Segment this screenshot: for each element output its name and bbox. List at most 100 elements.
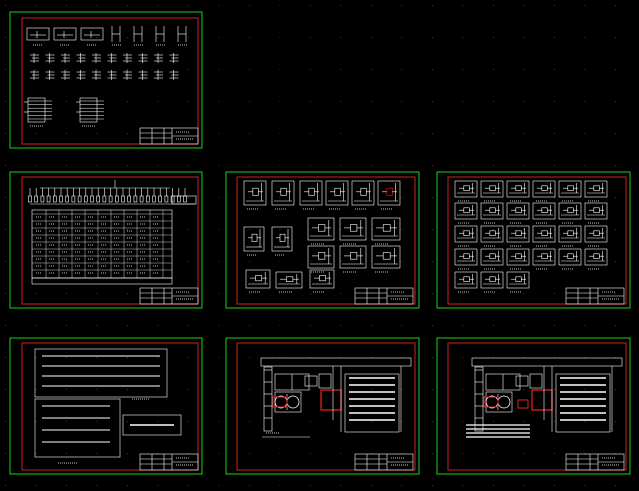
grid-dot xyxy=(157,261,159,262)
grid-dot xyxy=(371,325,372,326)
grid-dot xyxy=(96,165,98,166)
grid-dot xyxy=(401,421,403,422)
rect-shape xyxy=(325,180,349,206)
rect-shape xyxy=(158,195,162,203)
grid-dot xyxy=(188,37,189,38)
grid-dot xyxy=(249,37,250,38)
rect-shape xyxy=(170,195,175,203)
grid-dot xyxy=(432,5,433,6)
grid-dot xyxy=(96,69,98,70)
rect-shape xyxy=(318,252,326,260)
grid-dot xyxy=(157,357,159,358)
rect-shape xyxy=(558,225,582,243)
grid-dot xyxy=(66,421,67,422)
grid-dot xyxy=(218,357,220,358)
rect-shape xyxy=(177,195,181,203)
grid-dot xyxy=(371,165,372,166)
grid-dot xyxy=(96,229,98,230)
grid-dot xyxy=(493,357,494,358)
grid-dot xyxy=(188,229,189,230)
grid-dot xyxy=(371,389,372,390)
grid-dot xyxy=(493,101,494,102)
grid-dot xyxy=(371,261,372,262)
grid-dot xyxy=(340,485,342,486)
grid-dot xyxy=(371,5,372,6)
grid-dot xyxy=(584,325,586,326)
grid-dot xyxy=(66,37,67,38)
grid-dot xyxy=(493,133,494,134)
sheet-inner-frame xyxy=(21,17,199,145)
grid-dot xyxy=(279,197,281,198)
grid-dot xyxy=(371,69,372,70)
rect-shape xyxy=(152,195,156,203)
rect-shape xyxy=(567,230,574,236)
grid-dot xyxy=(310,389,311,390)
drawing-sheet[interactable] xyxy=(9,337,203,475)
drawing-sheet[interactable] xyxy=(225,337,420,475)
grid-dot xyxy=(35,69,37,70)
rect-shape xyxy=(79,97,98,123)
grid-dot xyxy=(615,453,616,454)
grid-dot xyxy=(188,133,189,134)
grid-dot xyxy=(310,5,311,6)
grid-dot xyxy=(5,421,6,422)
grid-dot xyxy=(432,325,433,326)
grid-dot xyxy=(127,357,128,358)
rect-shape xyxy=(80,27,104,41)
grid-dot xyxy=(371,485,372,486)
grid-dot xyxy=(584,69,586,70)
grid-dot xyxy=(249,101,250,102)
rect-shape xyxy=(34,195,39,203)
grid-dot xyxy=(462,389,464,390)
grid-dot xyxy=(279,261,281,262)
rect-shape xyxy=(480,248,504,266)
drawing-sheet[interactable] xyxy=(225,171,420,309)
grid-dot xyxy=(401,101,403,102)
drawing-sheet[interactable] xyxy=(9,11,203,149)
grid-dot xyxy=(66,325,67,326)
rect-shape xyxy=(304,375,318,387)
rect-shape xyxy=(532,225,556,243)
grid-dot xyxy=(96,485,98,486)
grid-dot xyxy=(371,229,372,230)
rect-shape xyxy=(299,180,323,206)
drawing-sheet[interactable] xyxy=(9,171,203,309)
grid-dot xyxy=(340,133,342,134)
grid-dot xyxy=(401,5,403,6)
grid-dot xyxy=(127,133,128,134)
grid-dot xyxy=(249,357,250,358)
rect-shape xyxy=(454,271,478,289)
grid-dot xyxy=(554,133,555,134)
rect-shape xyxy=(454,225,478,243)
rect-shape xyxy=(133,195,138,203)
grid-dot xyxy=(127,261,128,262)
grid-dot xyxy=(188,421,189,422)
grid-dot xyxy=(127,69,128,70)
grid-dot xyxy=(96,357,98,358)
grid-dot xyxy=(584,165,586,166)
rect-shape xyxy=(65,195,69,203)
drawing-sheet[interactable] xyxy=(436,171,631,309)
grid-dot xyxy=(188,357,189,358)
grid-dot xyxy=(66,165,67,166)
rect-shape xyxy=(463,276,470,282)
grid-dot xyxy=(493,261,494,262)
rect-shape xyxy=(350,224,358,232)
grid-dot xyxy=(96,261,98,262)
grid-dot xyxy=(401,165,403,166)
rect-shape xyxy=(115,195,119,203)
grid-dot xyxy=(218,197,220,198)
drawing-sheet[interactable] xyxy=(436,337,631,475)
grid-dot xyxy=(188,261,189,262)
grid-dot xyxy=(432,389,433,390)
grid-dot xyxy=(188,69,189,70)
grid-dot xyxy=(96,421,98,422)
grid-dot xyxy=(66,389,67,390)
grid-dot xyxy=(279,229,281,230)
grid-dot xyxy=(157,133,159,134)
rect-shape xyxy=(515,185,522,191)
rect-shape xyxy=(593,185,600,191)
grid-dot xyxy=(554,197,555,198)
